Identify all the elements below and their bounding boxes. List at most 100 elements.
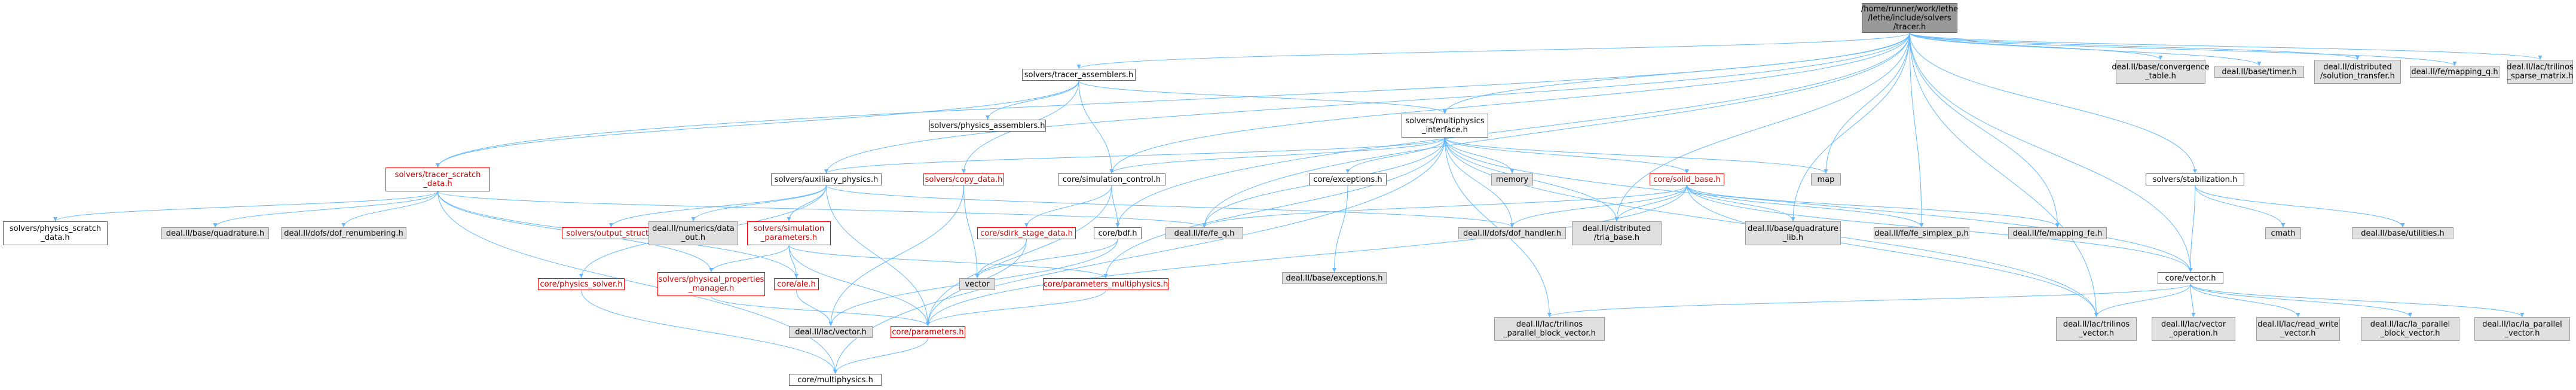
edge-tracer_scratch-to-fe_q <box>438 191 1207 228</box>
node-solid-base[interactable]: core/solid_base.h <box>1650 173 1724 185</box>
node-physics-scratch[interactable]: solvers/physics_scratch _data.h <box>3 221 108 245</box>
edge-tracer_assemblers-to-physics_assemblers <box>986 80 1079 120</box>
node-fe-q[interactable]: deal.II/fe/fe_q.h <box>1165 227 1243 239</box>
node-base-exceptions[interactable]: deal.II/base/exceptions.h <box>1282 272 1387 284</box>
edge-tracer_assemblers-to-multiphysics_interface <box>1078 80 1447 114</box>
edge-core_vector-to-trilinos_vector <box>2094 284 2191 318</box>
node-la-par-vector[interactable]: deal.II/lac/la_parallel _vector.h <box>2474 317 2570 341</box>
edge-exceptions-to-base_exceptions <box>1332 185 1348 273</box>
edge-bdf-to-vector_std <box>975 239 1118 279</box>
node-vector-std[interactable]: vector <box>959 278 995 290</box>
edge-core_params-to-core_multiphysics <box>833 337 928 374</box>
node-tria-base[interactable]: deal.II/distributed /tria_base.h <box>1572 221 1662 245</box>
edge-multiphysics_interface-to-dof_handler <box>1445 137 1515 228</box>
edge-params_multiphysics-to-core_params <box>926 290 1106 327</box>
node-quadrature[interactable]: deal.II/base/quadrature.h <box>161 227 269 239</box>
node-aux-physics[interactable]: solvers/auxiliary_physics.h <box>771 173 882 185</box>
edge-aux_physics-to-output_struct <box>609 185 827 228</box>
node-conv-table[interactable]: deal.II/base/convergence _table.h <box>2112 60 2210 84</box>
node-numerics-data-out[interactable]: deal.II/numerics/data _out.h <box>648 221 738 245</box>
edge-tracer_assemblers-to-sim_control <box>1078 80 1114 174</box>
edge-root-to-sol_transfer <box>1909 32 2360 60</box>
edge-solid_base-to-dof_handler <box>1510 185 1687 228</box>
node-core-params[interactable]: core/parameters.h <box>891 326 965 338</box>
edge-tracer_scratch-to-core_multiphysics <box>438 191 837 374</box>
node-quadrature-lib[interactable]: deal.II/base/quadrature _lib.h <box>1745 221 1841 245</box>
node-memory[interactable]: memory <box>1491 173 1533 185</box>
node-bdf[interactable]: core/bdf.h <box>1094 227 1142 239</box>
edge-physics_solver-to-core_multiphysics <box>581 290 837 374</box>
edge-root-to-fe_q <box>1202 32 1910 228</box>
node-core-multiphysics[interactable]: core/multiphysics.h <box>789 374 882 386</box>
node-physics-solver[interactable]: core/physics_solver.h <box>538 278 625 290</box>
edge-root-to-stabilization <box>1909 32 2197 174</box>
node-output-struct[interactable]: solvers/output_struct.h <box>562 227 660 239</box>
edge-core_vector-to-vector_operation <box>2190 284 2196 318</box>
node-core-ale[interactable]: core/ale.h <box>774 278 819 290</box>
node-trilinos-block[interactable]: deal.II/lac/trilinos _parallel_block_vec… <box>1494 317 1605 341</box>
node-params-multiphysics[interactable]: core/parameters_multiphysics.h <box>1043 278 1168 290</box>
node-trilinos-sparse[interactable]: deal.II/lac/trilinos _sparse_matrix.h <box>2507 60 2574 84</box>
node-dof-renumbering[interactable]: deal.II/dofs/dof_renumbering.h <box>281 227 406 239</box>
edge-sim_control-to-sdirk <box>1024 185 1112 228</box>
node-copy-data[interactable]: solvers/copy_data.h <box>923 173 1004 185</box>
node-read-write-vector[interactable]: deal.II/lac/read_write _vector.h <box>2256 317 2340 341</box>
node-phys-prop-mgr[interactable]: solvers/physical_properties _manager.h <box>657 272 765 296</box>
edge-multiphysics_interface-to-memory <box>1445 137 1515 174</box>
node-cmath[interactable]: cmath <box>2265 227 2301 239</box>
edge-solid_base-to-fe_simplex <box>1687 185 1924 228</box>
edge-solid_base-to-quadrature_lib <box>1687 185 1795 222</box>
edge-aux_physics-to-dof_handler <box>826 185 1515 228</box>
node-la-par-block[interactable]: deal.II/lac/la_parallel _block_vector.h <box>2361 317 2459 341</box>
edge-root-to-bdf <box>1115 32 1910 228</box>
node-core-vector[interactable]: core/vector.h <box>2158 272 2223 284</box>
node-tracer-assemblers[interactable]: solvers/tracer_assemblers.h <box>1022 69 1136 81</box>
edge-aux_physics-to-core_params <box>826 185 930 327</box>
node-base-utilities[interactable]: deal.II/base/utilities.h <box>2352 227 2453 239</box>
node-exceptions[interactable]: core/exceptions.h <box>1309 173 1387 185</box>
node-root[interactable]: /home/runner/work/lethe /lethe/include/s… <box>1861 3 1958 33</box>
edge-root-to-aux_physics <box>824 32 1910 174</box>
node-tracer-scratch[interactable]: solvers/tracer_scratch _data.h <box>386 167 490 191</box>
edge-root-to-quadrature_lib <box>1791 32 1910 222</box>
edge-aux_physics-to-numerics_data_out <box>691 185 827 222</box>
node-mapping-fe[interactable]: deal.II/fe/mapping_fe.h <box>2008 227 2107 239</box>
edge-stabilization-to-core_vector <box>2188 185 2195 273</box>
edge-multiphysics_interface-to-map <box>1445 137 1828 174</box>
node-timer[interactable]: deal.II/base/timer.h <box>2214 66 2304 78</box>
node-fe-simplex[interactable]: deal.II/fe/fe_simplex_p.h <box>1874 227 1969 239</box>
node-sol-transfer[interactable]: deal.II/distributed /solution_transfer.h <box>2314 60 2401 84</box>
node-mapping-q[interactable]: deal.II/fe/mapping_q.h <box>2410 66 2499 78</box>
edge-stabilization-to-base_utilities <box>2195 185 2405 228</box>
edge-tracer_scratch-to-dof_renumbering <box>341 191 438 228</box>
node-sim-params[interactable]: solvers/simulation _parameters.h <box>747 221 831 245</box>
edge-core_vector-to-read_write_vector <box>2190 284 2300 318</box>
edge-tracer_scratch-to-quadrature <box>213 191 438 228</box>
edge-multiphysics_interface-to-aux_physics <box>824 137 1445 174</box>
node-sim-control[interactable]: core/simulation_control.h <box>1058 173 1165 185</box>
edge-copy_data-to-lac_vector <box>828 185 964 327</box>
edge-root-to-tracer_scratch <box>436 32 1910 168</box>
edge-sim_params-to-core_ale <box>788 245 799 279</box>
node-physics-assemblers[interactable]: solvers/physics_assemblers.h <box>929 120 1046 132</box>
edge-root-to-trilinos_vector <box>1909 32 2098 318</box>
node-sdirk[interactable]: core/sdirk_stage_data.h <box>977 227 1076 239</box>
node-lac-vector[interactable]: deal.II/lac/vector.h <box>789 326 873 338</box>
node-map[interactable]: map <box>1811 173 1841 185</box>
edge-multiphysics_interface-to-solid_base <box>1445 137 1689 174</box>
node-multiphysics-interface[interactable]: solvers/multiphysics _interface.h <box>1402 114 1488 138</box>
edge-multiphysics_interface-to-core_vector <box>1445 137 2193 273</box>
edge-multiphysics_interface-to-exceptions <box>1345 137 1445 174</box>
edge-multiphysics_interface-to-params_multiphysics <box>1103 137 1445 279</box>
node-trilinos-vector[interactable]: deal.II/lac/trilinos _vector.h <box>2056 317 2137 341</box>
node-stabilization[interactable]: solvers/stabilization.h <box>2146 173 2244 185</box>
edge-tracer_scratch-to-physics_scratch <box>53 191 438 222</box>
edge-sim_params-to-phys_prop_mgr <box>709 245 790 273</box>
edge-sim_params-to-params_multiphysics <box>788 245 1108 279</box>
node-dof-handler[interactable]: deal.II/dofs/dof_handler.h <box>1458 227 1566 239</box>
edge-sim_control-to-core_params <box>926 185 1112 327</box>
node-vector-operation[interactable]: deal.II/lac/vector _operation.h <box>2152 317 2235 341</box>
edge-root-to-core_vector <box>1909 32 2193 273</box>
edge-solid_base-to-mapping_fe <box>1687 185 2060 228</box>
